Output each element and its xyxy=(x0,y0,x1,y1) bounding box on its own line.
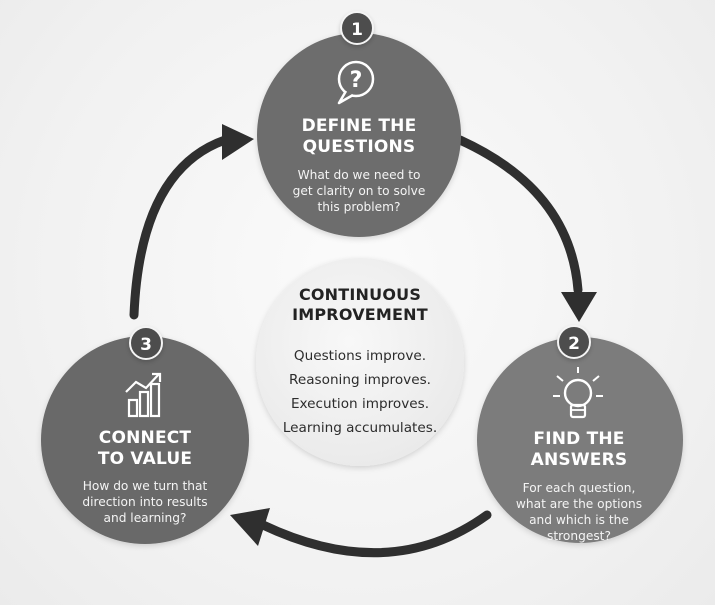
center-statement-3: Execution improves. xyxy=(290,396,430,412)
step-2-title-line-2: ANSWERS xyxy=(530,450,628,470)
step-2-description-line-3: and which is the xyxy=(529,513,629,527)
step-1-title-line-2: QUESTIONS xyxy=(302,137,416,157)
step-2-description: For each question, what are the options … xyxy=(498,480,660,544)
lightbulb-icon xyxy=(553,367,603,419)
step-1-circle xyxy=(257,33,461,237)
step-1-title: DEFINE THE QUESTIONS xyxy=(268,116,450,158)
step-1-description-line-3: this problem? xyxy=(317,200,401,214)
step-1-number-badge: 1 xyxy=(340,11,374,45)
step-3-description-line-1: How do we turn that xyxy=(82,479,208,493)
step-2-description-line-4: strongest? xyxy=(547,529,611,543)
center-statements: Questions improve. Reasoning improves. E… xyxy=(268,344,452,440)
svg-text:?: ? xyxy=(350,68,363,93)
step-3-title-line-2: TO VALUE xyxy=(97,449,193,469)
center-circle xyxy=(256,258,464,466)
step-3-description: How do we turn that direction into resul… xyxy=(62,478,228,526)
arrow-step1-to-step2-head xyxy=(561,292,597,322)
step-2-number-badge: 2 xyxy=(557,325,591,359)
step-2-title-line-1: FIND THE xyxy=(533,429,625,449)
step-1-title-line-1: DEFINE THE xyxy=(301,116,417,136)
step-2-description-line-2: what are the options xyxy=(515,497,643,511)
step-3-circle xyxy=(41,336,249,544)
step-3-title: CONNECT TO VALUE xyxy=(54,428,236,470)
center-statement-2: Reasoning improves. xyxy=(289,372,431,388)
center-statement-1: Questions improve. xyxy=(293,348,427,364)
center-title-line-1: CONTINUOUS xyxy=(298,285,422,304)
step-1-description-line-1: What do we need to xyxy=(297,168,421,182)
step-2-circle xyxy=(477,337,683,543)
step-3-description-line-3: and learning? xyxy=(103,511,187,525)
center-statement-4: Learning accumulates. xyxy=(282,420,438,436)
step-3-number-badge: 3 xyxy=(129,326,163,360)
center-title-line-2: IMPROVEMENT xyxy=(292,305,428,324)
arrow-step1-to-step2 xyxy=(455,135,583,295)
arrow-step2-to-step3 xyxy=(258,510,492,558)
arrow-step3-to-step1-head xyxy=(222,124,254,160)
step-3-title-line-1: CONNECT xyxy=(98,428,192,448)
growth-chart-icon xyxy=(125,372,162,418)
step-1-description: What do we need to get clarity on to sol… xyxy=(276,167,442,215)
arrow-step3-to-step1 xyxy=(129,135,230,320)
question-bubble-icon: ? xyxy=(337,60,375,105)
step-2-title: FIND THE ANSWERS xyxy=(490,429,668,471)
step-1-description-line-2: get clarity on to solve xyxy=(292,184,426,198)
step-3-description-line-2: direction into results xyxy=(82,495,208,509)
step-2-description-line-1: For each question, xyxy=(522,481,636,495)
arrow-step2-to-step3-head xyxy=(230,508,270,546)
center-title: CONTINUOUS IMPROVEMENT xyxy=(276,285,444,325)
